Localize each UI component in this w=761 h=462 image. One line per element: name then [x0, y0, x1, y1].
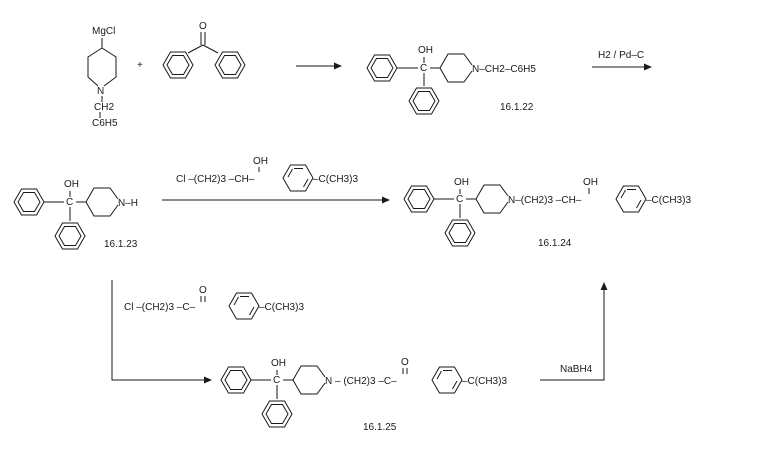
compound-16-1-23: OH C N–H 16.1.23 — [13, 179, 138, 250]
arrow-2: H2 / Pd–C — [592, 50, 652, 71]
oh2-label: OH — [583, 177, 598, 188]
oh-label: OH — [418, 45, 433, 56]
oh-label: OH — [253, 156, 268, 167]
piperidine-n-label: N — [97, 86, 104, 97]
compound-id: 16.1.23 — [104, 239, 138, 250]
oh-label: OH — [64, 179, 79, 190]
chloroketone-reagent: O Cl –(CH2)3 –C– –C(CH3)3 — [124, 285, 304, 320]
n-chain-label: N–(CH2)3 –CH– — [508, 195, 582, 206]
ch2-label: CH2 — [94, 102, 114, 113]
plus-sign: + — [137, 60, 143, 71]
oh-label: OH — [271, 358, 286, 369]
n-chain-label: N – (CH2)3 –C– — [325, 376, 397, 387]
carbinol-c-label: C — [273, 375, 280, 386]
compound-id: 16.1.22 — [500, 102, 534, 113]
compound-id: 16.1.25 — [363, 422, 397, 433]
compound-16-1-24: OH C N–(CH2)3 –CH– OH –C(CH3)3 16.1.24 — [403, 177, 691, 249]
compound-id: 16.1.24 — [538, 238, 572, 249]
o-label: O — [401, 357, 409, 368]
tbutyl-label: –C(CH3)3 — [462, 376, 507, 387]
o-label: O — [199, 285, 207, 296]
reduction-label: NaBH4 — [560, 364, 593, 375]
carbinol-c-label: C — [456, 194, 463, 205]
compound-16-1-25: OH C N – (CH2)3 –C– O –C(CH3)3 16.1.25 — [220, 357, 507, 433]
arrow-5: NaBH4 — [540, 282, 608, 381]
tbutyl-label: –C(CH3)3 — [259, 302, 304, 313]
benzophenone: O — [162, 21, 246, 79]
carbinol-c-label: C — [420, 63, 427, 74]
nh-label: N–H — [118, 198, 138, 209]
hydrogenation-label: H2 / Pd–C — [598, 50, 644, 61]
compound-16-1-22: OH C N–CH2–C6H5 16.1.22 — [366, 45, 536, 115]
arrow-4: O Cl –(CH2)3 –C– –C(CH3)3 — [111, 280, 304, 384]
chain-label: Cl –(CH2)3 –C– — [124, 302, 196, 313]
chain-label: Cl –(CH2)3 –CH– — [176, 174, 255, 185]
oh-label: OH — [454, 177, 469, 188]
arrow-1 — [296, 62, 342, 70]
chloroalcohol-reagent: OH Cl –(CH2)3 –CH– –C(CH3)3 — [176, 156, 358, 192]
ketone-o-label: O — [199, 21, 207, 32]
grignard-reagent: MgCl N CH2 C6H5 — [87, 26, 118, 129]
mgcl-label: MgCl — [92, 26, 115, 37]
tbutyl-label: –C(CH3)3 — [313, 174, 358, 185]
c6h5-label: C6H5 — [92, 118, 118, 129]
carbinol-c-label: C — [66, 197, 73, 208]
n-benzyl-chain: N–CH2–C6H5 — [472, 64, 536, 75]
arrow-3: OH Cl –(CH2)3 –CH– –C(CH3)3 — [162, 156, 390, 204]
tbutyl-label: –C(CH3)3 — [646, 195, 691, 206]
